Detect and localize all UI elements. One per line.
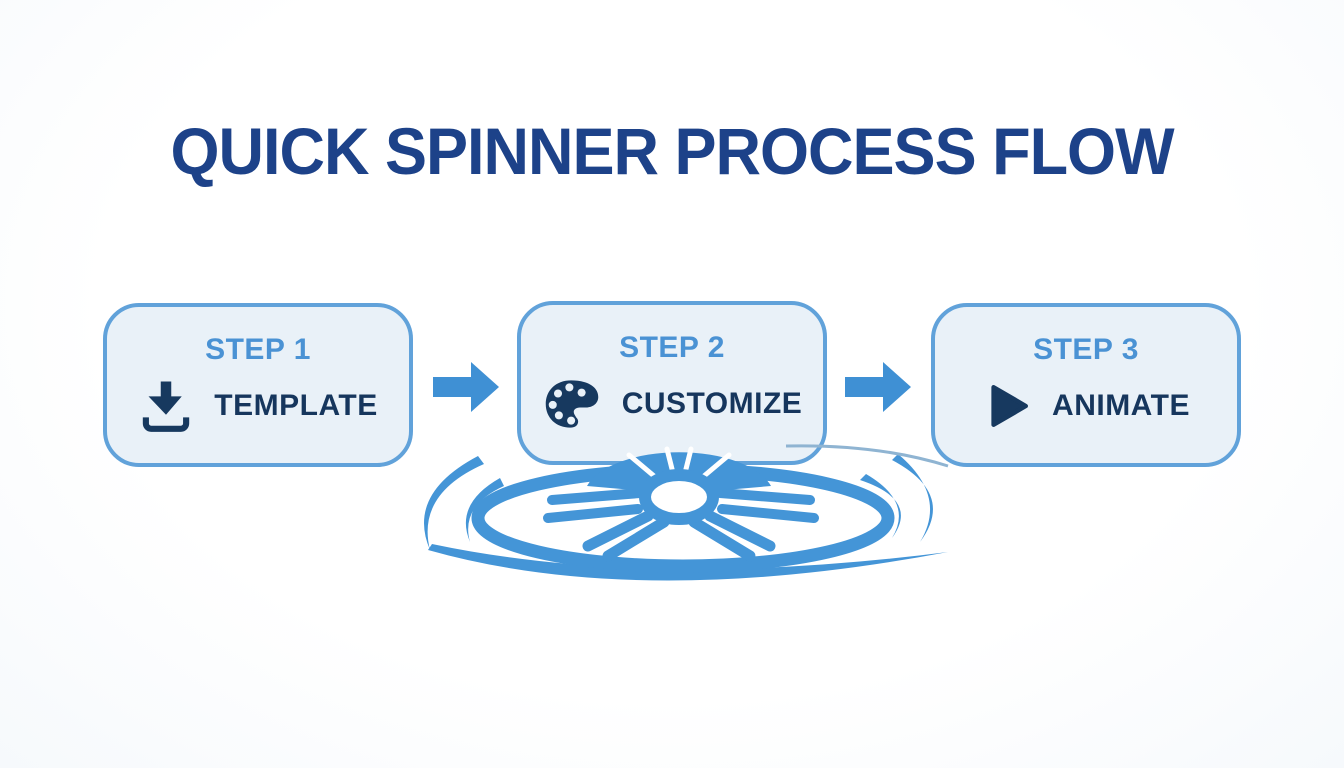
step-label: STEP 3 <box>1033 333 1139 366</box>
wheel-hub <box>639 469 719 525</box>
swirl-arc-left-outer <box>424 456 484 550</box>
swirl-arc-bottom <box>428 544 948 581</box>
step-name: ANIMATE <box>1052 389 1190 422</box>
right-arrow-icon <box>433 362 499 412</box>
step-label: STEP 1 <box>205 333 311 366</box>
step-name: TEMPLATE <box>214 389 378 422</box>
palette-icon <box>542 376 602 432</box>
play-icon <box>982 379 1032 433</box>
step-content-row: TEMPLATE <box>107 367 409 463</box>
swirl-arc-right-outer <box>892 454 933 542</box>
step-card-template: STEP 1 TEMPLATE <box>103 303 413 467</box>
step-label: STEP 2 <box>619 331 725 364</box>
right-arrow-icon <box>845 362 911 412</box>
download-icon <box>138 378 194 434</box>
spinning-wheel-illustration <box>400 440 960 615</box>
swirl-arc-right-inner <box>860 474 901 538</box>
step-name: CUSTOMIZE <box>621 387 803 420</box>
step-content-row: CUSTOMIZE <box>521 365 823 461</box>
page-title: QUICK SPINNER PROCESS FLOW <box>170 115 1174 189</box>
step-card-animate: STEP 3 ANIMATE <box>931 303 1241 467</box>
swirl-line-top-right <box>785 444 949 468</box>
step-card-customize: STEP 2 CUSTOMIZE <box>517 301 827 465</box>
step-content-row: ANIMATE <box>935 367 1237 463</box>
wheel-spokes <box>543 488 819 562</box>
